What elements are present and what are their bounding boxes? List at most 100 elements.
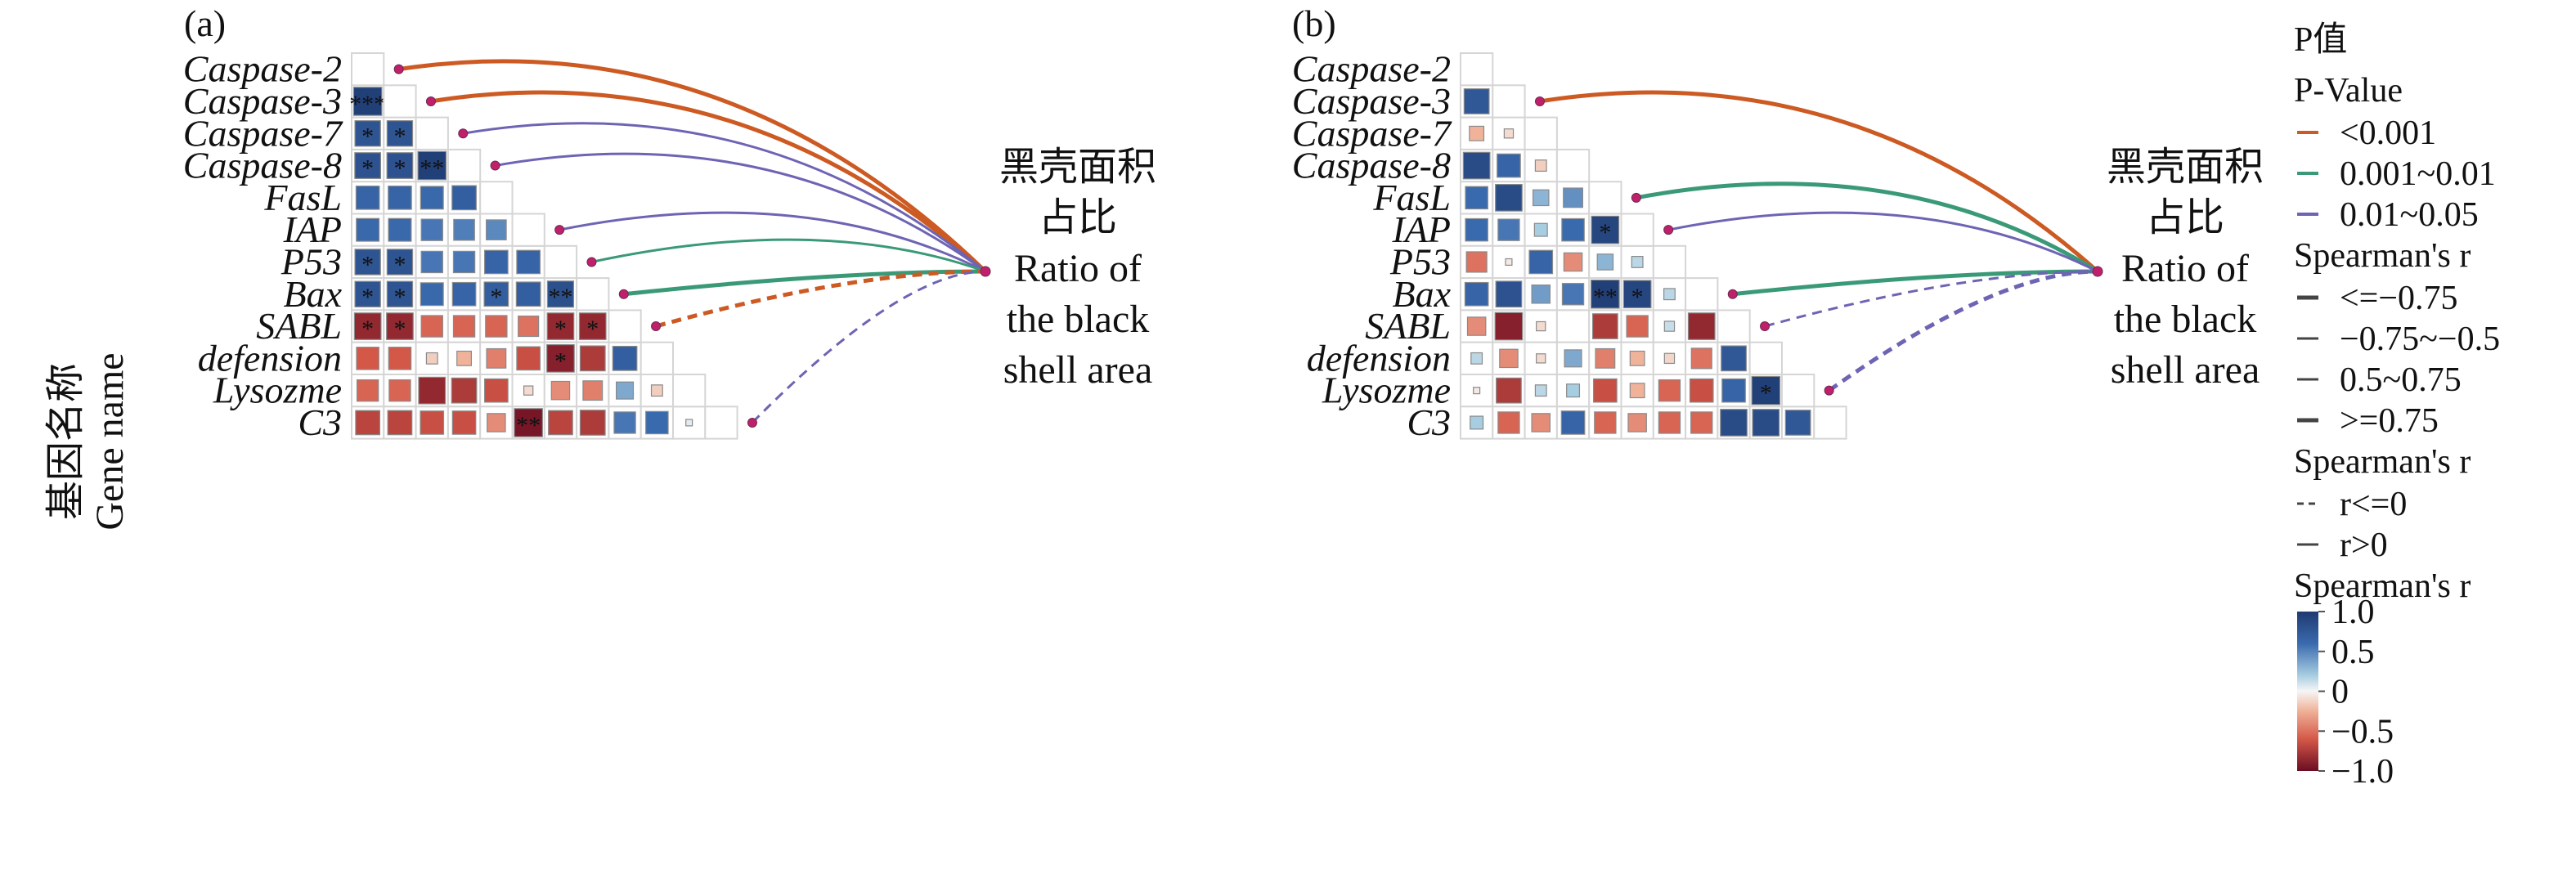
- significance-star: **: [548, 284, 572, 311]
- diagonal-cell: [1620, 213, 1654, 247]
- diagonal-cell: [1781, 374, 1815, 408]
- correlation-square: [451, 377, 478, 404]
- correlation-link-iap: [1667, 211, 2098, 273]
- correlation-square: [1464, 281, 1489, 307]
- gene-label-caspase-7: Caspase-7: [183, 112, 343, 154]
- cell-frame: [1555, 309, 1591, 343]
- correlation-square: [356, 379, 379, 402]
- target-label-line1: 黑壳面积: [2107, 146, 2264, 189]
- legend-pvalue-label: <0.001: [2340, 114, 2436, 152]
- target-label-line4: the black: [1007, 298, 1150, 341]
- correlation-square: [1720, 409, 1748, 437]
- diagonal-cell: [1492, 84, 1526, 119]
- correlation-link-caspase-8: [495, 152, 986, 273]
- correlation-square: [485, 315, 508, 338]
- legend-rwidth-label: −0.75~−0.5: [2340, 320, 2500, 358]
- y-axis-label-cn: 基因名称: [44, 363, 88, 520]
- correlation-square: [1561, 283, 1585, 306]
- significance-star: *: [361, 123, 374, 150]
- gene-anchor-dot: [554, 225, 565, 235]
- correlation-link-p53: [591, 238, 986, 273]
- legend-rsign-label: r>0: [2340, 527, 2388, 564]
- correlation-square: [356, 347, 379, 370]
- correlation-square: [516, 249, 541, 275]
- target-label-line1: 黑壳面积: [999, 146, 1156, 189]
- diagonal-cell: [1555, 148, 1591, 183]
- panel-b-heatmap: *****: [1460, 52, 1847, 440]
- gene-label-lysozme: Lysozme: [213, 370, 342, 411]
- diagonal-cell: [608, 309, 642, 343]
- y-axis-label-en: Gene name: [88, 352, 132, 530]
- correlation-square: [388, 379, 411, 402]
- diagonal-cell: [351, 52, 385, 87]
- correlation-square: [1751, 375, 1781, 406]
- correlation-square: [1497, 153, 1521, 178]
- correlation-square: [484, 378, 509, 403]
- target-label-line3: Ratio of: [1014, 247, 1142, 290]
- correlation-link-sabl: [655, 269, 986, 329]
- diagonal-cell: [447, 148, 482, 183]
- gene-label-caspase-3: Caspase-3: [183, 80, 342, 122]
- correlation-square: [1497, 218, 1520, 241]
- target-label-line3: Ratio of: [2121, 247, 2249, 290]
- significance-star: *: [361, 284, 374, 311]
- correlation-square: [354, 152, 382, 179]
- correlation-square: [1463, 88, 1490, 114]
- correlation-square: [1690, 411, 1713, 434]
- correlation-square: [1663, 288, 1676, 301]
- correlation-square: [514, 408, 543, 437]
- legend-colorbar-tick-label: 0.5: [2331, 634, 2375, 671]
- correlation-square: [352, 87, 383, 116]
- correlation-square: [1494, 312, 1524, 341]
- correlation-square: [1465, 186, 1488, 210]
- gene-anchor-dot: [1663, 225, 1674, 235]
- cell-frame: [1492, 341, 1526, 376]
- legend-rwidth-title: Spearman's r: [2294, 237, 2471, 275]
- significance-star: *: [1631, 284, 1644, 311]
- significance-star: *: [554, 347, 567, 374]
- gene-label-fasl: FasL: [1372, 177, 1451, 218]
- correlation-square: [645, 410, 669, 435]
- gene-label-iap: IAP: [282, 208, 342, 250]
- legend-colorbar-tick-label: 1.0: [2331, 594, 2375, 631]
- gene-label-iap: IAP: [1391, 208, 1451, 250]
- correlation-link-sabl: [1764, 270, 2098, 328]
- correlation-square: [1631, 256, 1644, 268]
- gene-anchor-dot: [618, 289, 629, 299]
- correlation-square: [356, 217, 380, 242]
- correlation-square: [1663, 352, 1676, 365]
- correlation-link-iap: [559, 211, 986, 273]
- correlation-link-caspase-7: [463, 122, 986, 273]
- correlation-square: [420, 282, 444, 307]
- correlation-link-caspase-2: [398, 59, 987, 273]
- correlation-square: [685, 419, 693, 427]
- correlation-square: [1591, 215, 1620, 244]
- correlation-square: [579, 345, 606, 372]
- correlation-square: [1689, 378, 1714, 403]
- gene-anchor-dot: [1534, 96, 1545, 106]
- correlation-square: [486, 347, 507, 369]
- correlation-square: [418, 376, 447, 405]
- correlation-square: [387, 410, 413, 436]
- correlation-square: [1497, 411, 1520, 434]
- correlation-square: [1593, 378, 1618, 403]
- diagonal-cell: [640, 341, 675, 376]
- correlation-square: [453, 218, 475, 241]
- correlation-square: [1595, 347, 1616, 369]
- target-label-line2: 占比: [1039, 196, 1117, 240]
- correlation-link-fasl: [1636, 182, 2099, 274]
- correlation-square: [388, 217, 412, 242]
- gene-label-p53: P53: [280, 240, 342, 282]
- legend-pvalue-title-cn: P值: [2294, 21, 2347, 59]
- gene-anchor-dot: [490, 160, 500, 171]
- diagonal-cell: [704, 406, 738, 440]
- correlation-square: [388, 347, 412, 370]
- correlation-square: [1784, 410, 1811, 436]
- correlation-square: [546, 280, 575, 308]
- correlation-square: [1495, 183, 1523, 212]
- correlation-square: [1466, 316, 1487, 336]
- diagonal-cell: [1748, 341, 1783, 376]
- correlation-square: [1594, 411, 1617, 434]
- diagonal-cell: [383, 84, 417, 119]
